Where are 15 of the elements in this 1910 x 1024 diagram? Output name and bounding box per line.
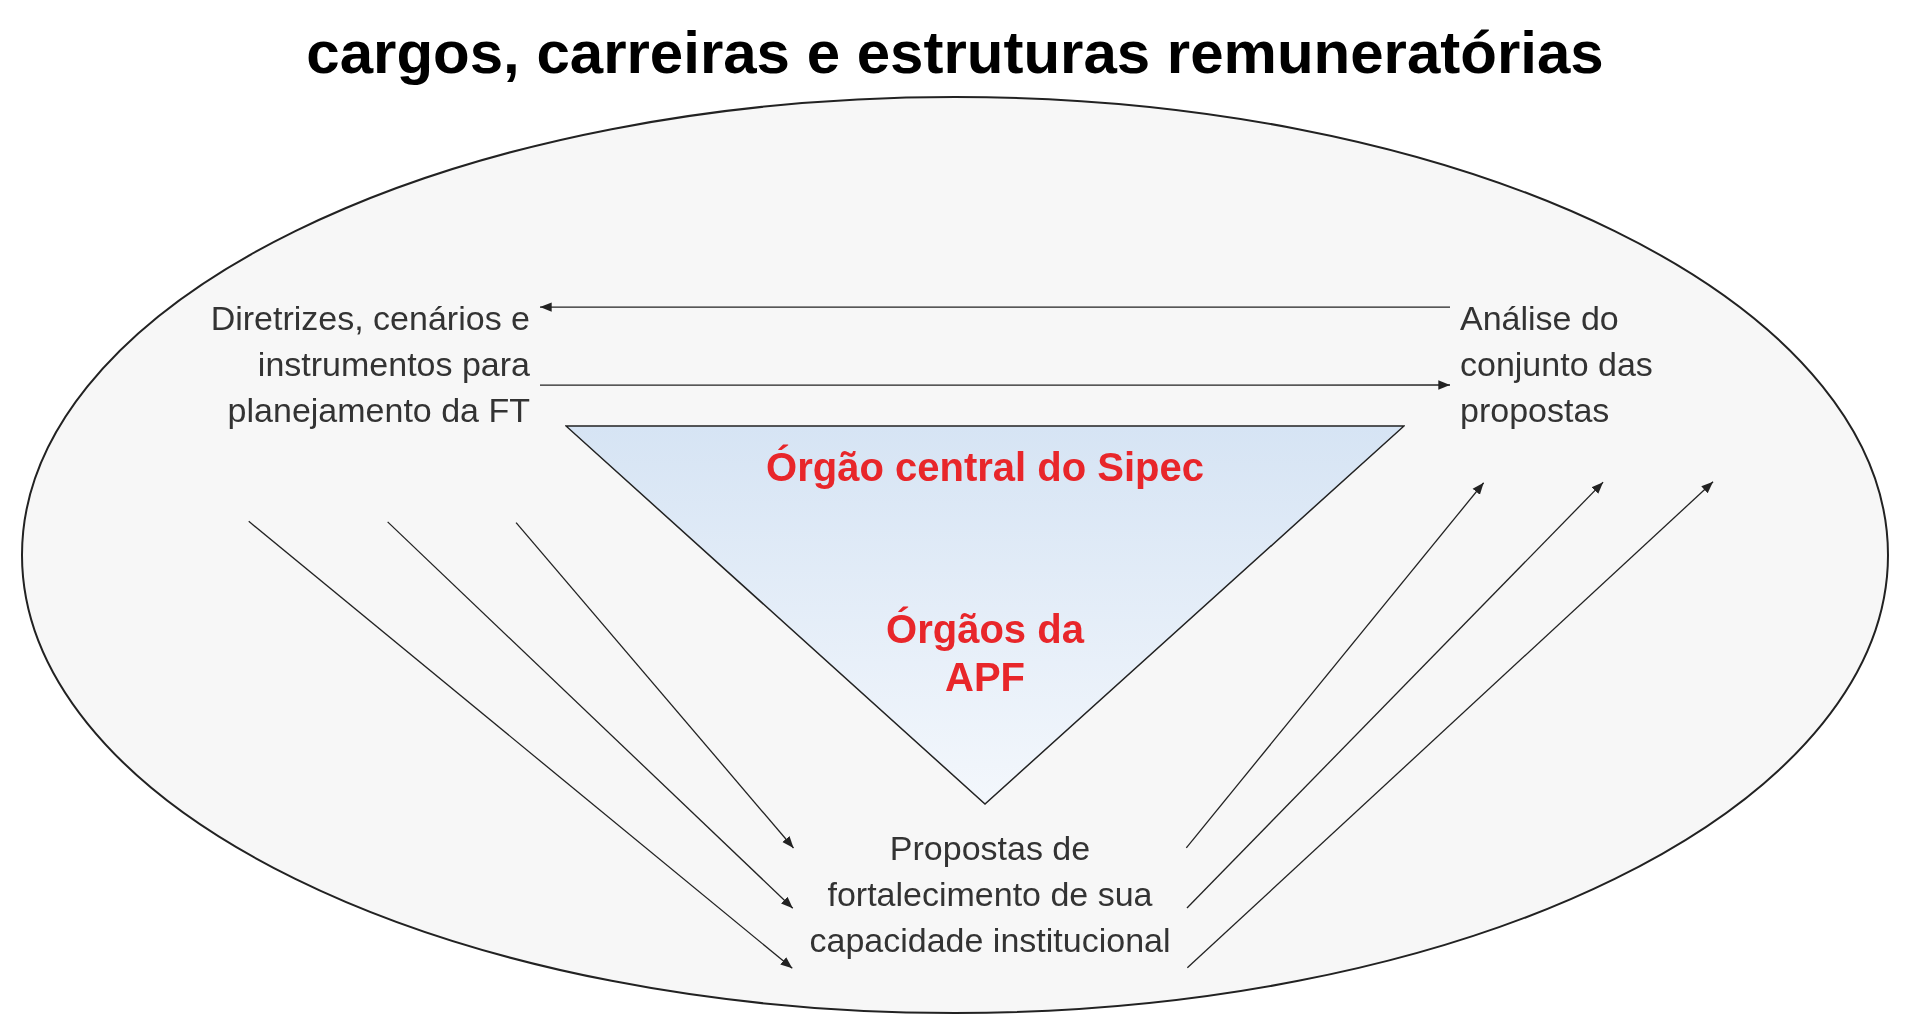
arrow xyxy=(248,520,793,969)
triangle-label: Órgão central do Sipec xyxy=(765,443,1205,491)
arrow xyxy=(1186,481,1714,969)
arrow xyxy=(539,302,1451,312)
arrow xyxy=(1185,482,1485,849)
arrow xyxy=(387,521,794,909)
triangle-label: Órgãos da APF xyxy=(885,605,1086,701)
ellipse-shape xyxy=(20,95,1890,1015)
node-text: Análise do conjunto das propostas xyxy=(1460,298,1654,431)
node-text: Propostas de fortalecimento de sua capacidade institucional xyxy=(808,828,1172,961)
arrow xyxy=(515,521,795,849)
arrow xyxy=(1186,481,1604,909)
heading-text: cargos, carreiras e estruturas remuneratórias xyxy=(306,18,1604,87)
node-text: Diretrizes, cenários e instrumentos para planejamento da FT xyxy=(209,298,530,431)
arrow xyxy=(539,380,1451,390)
